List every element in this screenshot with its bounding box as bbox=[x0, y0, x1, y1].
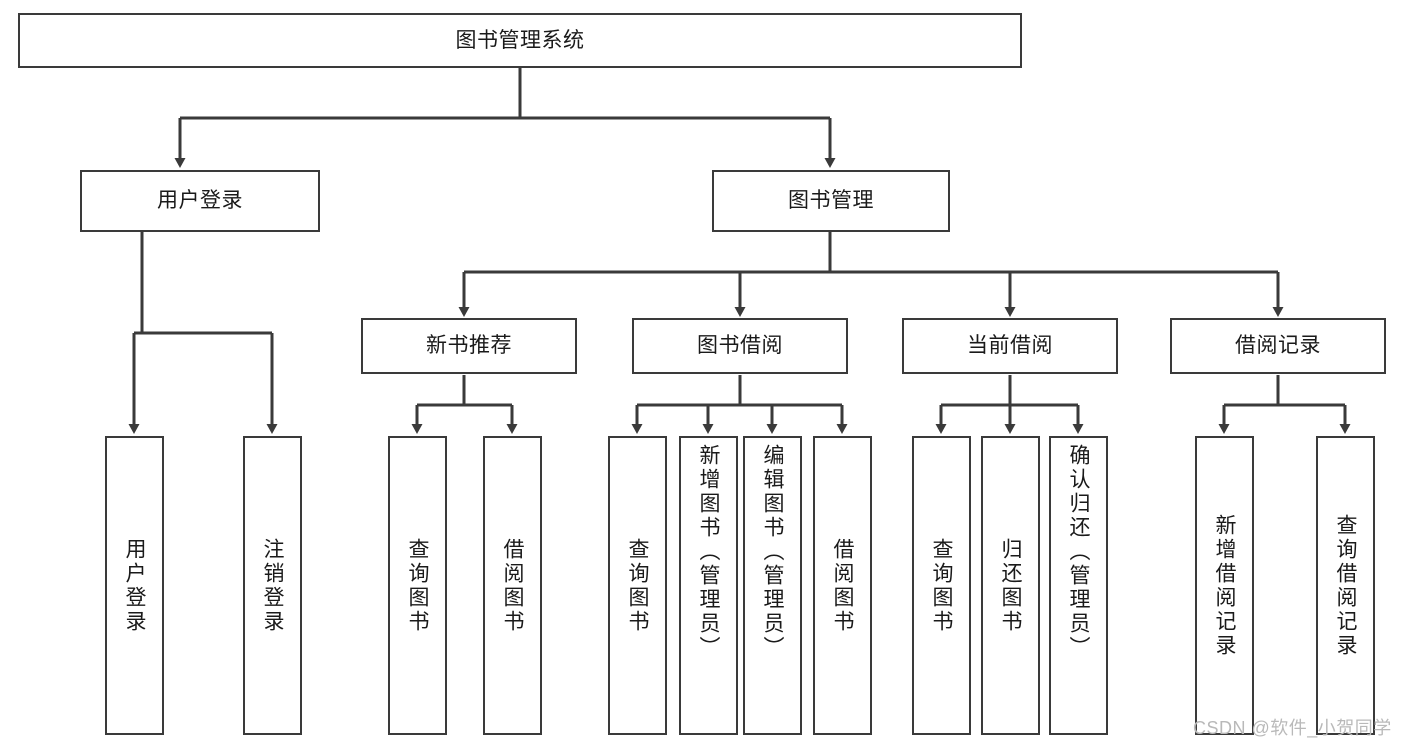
node-label: 查询借阅记录 bbox=[1334, 513, 1357, 658]
node-label: 图书管理 bbox=[788, 189, 874, 213]
node-label: 借阅图书 bbox=[831, 537, 854, 634]
leaf-record-add-record[interactable]: 新增借阅记录 bbox=[1195, 436, 1254, 735]
watermark: CSDN @软件_小贺同学 bbox=[1193, 718, 1392, 738]
leaf-recommend-borrow-book[interactable]: 借阅图书 bbox=[483, 436, 542, 735]
node-label: 编辑图书（管理员） bbox=[761, 444, 784, 660]
leaf-borrow-query-book[interactable]: 查询图书 bbox=[608, 436, 667, 735]
node-label: 借阅图书 bbox=[501, 537, 524, 634]
node-new-book-recommend[interactable]: 新书推荐 bbox=[361, 318, 577, 374]
leaf-current-return-book[interactable]: 归还图书 bbox=[981, 436, 1040, 735]
node-label: 图书借阅 bbox=[697, 334, 783, 358]
node-label: 注销登录 bbox=[261, 537, 284, 634]
node-label: 借阅记录 bbox=[1235, 334, 1321, 358]
leaf-borrow-add-book-admin[interactable]: 新增图书（管理员） bbox=[679, 436, 738, 735]
leaf-borrow-borrow-book[interactable]: 借阅图书 bbox=[813, 436, 872, 735]
node-label: 确认归还（管理员） bbox=[1067, 444, 1090, 660]
node-book-management[interactable]: 图书管理 bbox=[712, 170, 950, 232]
leaf-user-login-logout[interactable]: 注销登录 bbox=[243, 436, 302, 735]
leaf-user-login-login[interactable]: 用户登录 bbox=[105, 436, 164, 735]
node-current-borrow[interactable]: 当前借阅 bbox=[902, 318, 1118, 374]
leaf-current-query-book[interactable]: 查询图书 bbox=[912, 436, 971, 735]
node-label: 用户登录 bbox=[123, 537, 146, 634]
leaf-record-query-record[interactable]: 查询借阅记录 bbox=[1316, 436, 1375, 735]
node-book-borrow[interactable]: 图书借阅 bbox=[632, 318, 848, 374]
node-label: 归还图书 bbox=[999, 537, 1022, 634]
leaf-recommend-query-book[interactable]: 查询图书 bbox=[388, 436, 447, 735]
node-label: 新书推荐 bbox=[426, 334, 512, 358]
node-label: 当前借阅 bbox=[967, 334, 1053, 358]
leaf-borrow-edit-book-admin[interactable]: 编辑图书（管理员） bbox=[743, 436, 802, 735]
node-label: 图书管理系统 bbox=[455, 28, 585, 52]
node-user-login[interactable]: 用户登录 bbox=[80, 170, 320, 232]
node-label: 新增图书（管理员） bbox=[697, 444, 720, 660]
node-label: 查询图书 bbox=[406, 537, 429, 634]
leaf-current-confirm-return-admin[interactable]: 确认归还（管理员） bbox=[1049, 436, 1108, 735]
node-borrow-record[interactable]: 借阅记录 bbox=[1170, 318, 1386, 374]
node-label: 查询图书 bbox=[930, 537, 953, 634]
node-label: 查询图书 bbox=[626, 537, 649, 634]
node-label: 用户登录 bbox=[157, 189, 243, 213]
node-root-book-management-system[interactable]: 图书管理系统 bbox=[18, 13, 1022, 68]
node-label: 新增借阅记录 bbox=[1213, 513, 1236, 658]
